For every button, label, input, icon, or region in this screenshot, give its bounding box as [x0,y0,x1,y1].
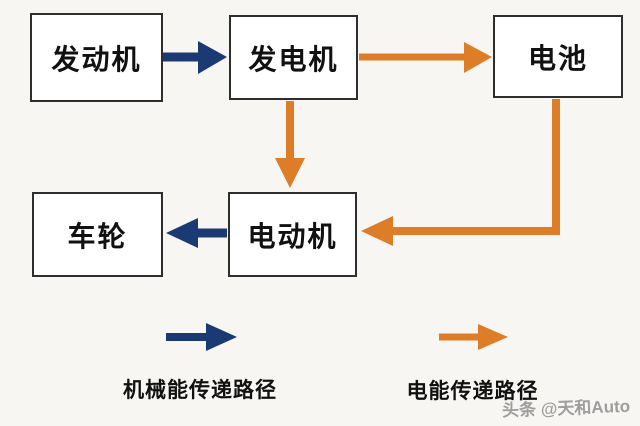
watermark-text: 头条 @天和Auto [501,396,631,421]
legend-electrical-arrow-icon [439,324,508,350]
edge-motor-wheel [166,218,227,248]
edge-battery-motor [361,99,560,246]
edge-engine-generator [163,41,227,74]
node-generator: 发电机 [229,15,358,100]
node-wheel: 车轮 [32,192,163,277]
node-motor: 电动机 [228,192,357,277]
edge-generator-motor [275,101,305,188]
node-battery: 电池 [493,15,623,98]
node-engine: 发动机 [30,13,163,102]
legend-mechanical-arrow-icon [166,323,237,351]
legend-label-electrical: 电能传递路径 [406,380,539,403]
legend-label-mechanical: 机械能传递路径 [123,379,277,402]
edge-generator-battery [359,42,492,73]
